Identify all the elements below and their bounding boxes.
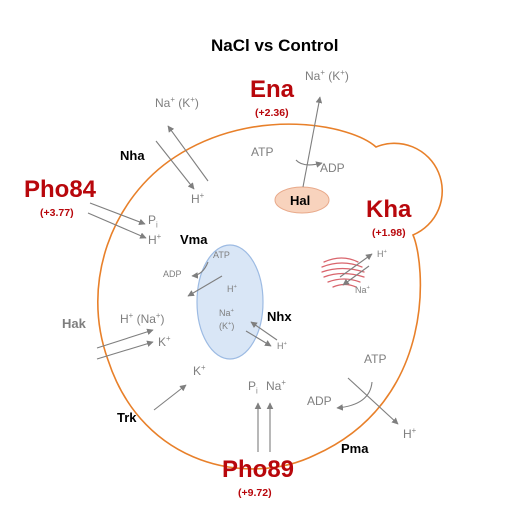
pho89-ion-na: Na+: [266, 378, 286, 393]
pho84-fold-change: (+3.77): [40, 207, 74, 219]
kha-label: Kha: [366, 196, 412, 223]
diagram-title: NaCl vs Control: [211, 36, 339, 55]
ena-label: Ena: [250, 76, 295, 103]
hak-ion-k: K+: [158, 334, 171, 349]
nhx-ion-k: (K+): [219, 321, 235, 331]
cell-membrane: [96, 123, 444, 470]
nhx-arrow-in: [250, 321, 278, 341]
nha-ion-in: H+: [191, 191, 205, 206]
hak-arrow-2: [96, 340, 154, 360]
pma-label: Pma: [341, 441, 369, 456]
ena-atp-arrow: [295, 159, 323, 168]
pho89-fold-change: (+9.72): [238, 487, 272, 499]
nha-arrow-out: [167, 125, 209, 182]
ena-adp: ADP: [320, 161, 345, 175]
pho89-ion-pi: Pi: [248, 379, 258, 396]
trk-arrow: [153, 384, 187, 411]
hak-label: Hak: [62, 316, 86, 331]
pho84-ion-h: H+: [148, 232, 162, 247]
kha-arrow-in: [342, 265, 370, 286]
kha-arrow-out: [339, 253, 373, 278]
nhx-label: Nhx: [267, 309, 292, 324]
pma-atp-arrow: [336, 381, 373, 411]
pho84-arrow-2: [87, 212, 147, 239]
nhx-arrow-out: [245, 330, 272, 347]
pho84-ion-pi: Pi: [148, 213, 158, 230]
ena-arrow-out: [302, 96, 323, 188]
pma-adp: ADP: [307, 394, 332, 408]
kha-organelle: [321, 257, 365, 288]
nha-arrow-in: [155, 140, 195, 190]
ena-atp: ATP: [251, 145, 274, 159]
vacuole: [196, 244, 264, 360]
vma-ion: H+: [227, 284, 237, 294]
pho89-label: Pho89: [222, 456, 295, 483]
pho84-arrow-1: [89, 202, 146, 225]
vma-atp: ATP: [213, 250, 230, 260]
kha-ion-na: Na+: [355, 285, 370, 295]
pho84-label: Pho84: [24, 176, 97, 203]
hak-arrow-1: [96, 328, 154, 349]
vma-label: Vma: [180, 232, 208, 247]
nhx-ion-h: H+: [277, 341, 287, 351]
trk-label: Trk: [117, 410, 137, 425]
kha-ion-h: H+: [377, 249, 387, 259]
ena-ion-out: Na+ (K+): [305, 68, 349, 83]
pma-arrow-out: [347, 377, 399, 425]
hal-oval: [274, 186, 330, 214]
kha-fold-change: (+1.98): [372, 227, 406, 239]
hal-label: Hal: [290, 193, 311, 208]
nha-ion-out: Na+ (K+): [155, 95, 199, 110]
vma-arrow-in: [187, 275, 223, 297]
trk-ion: K+: [193, 363, 206, 378]
pma-atp: ATP: [364, 352, 387, 366]
vma-adp: ADP: [163, 269, 182, 279]
ena-fold-change: (+2.36): [255, 107, 289, 119]
pma-ion: H+: [403, 426, 417, 441]
hak-ion-h: H+ (Na+): [120, 311, 165, 326]
nhx-ion-na: Na+: [219, 308, 234, 318]
vma-atp-arrow: [191, 261, 209, 279]
nha-label: Nha: [120, 148, 145, 163]
